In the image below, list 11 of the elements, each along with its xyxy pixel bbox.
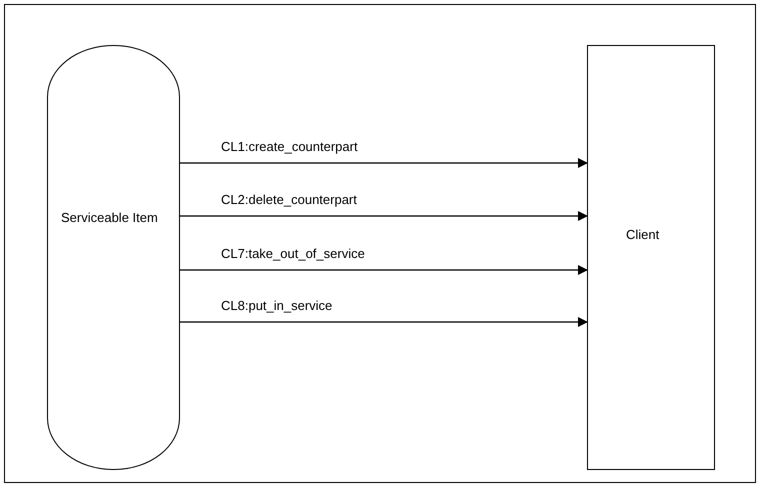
process-box [587,45,715,470]
edge-label: CL7:take_out_of_service [221,246,365,262]
edge-label: CL8:put_in_service [221,298,332,314]
node-label: Serviceable Item [61,209,158,227]
arrow [180,211,588,221]
edge-label: CL1:create_counterpart [221,139,358,155]
arrow [180,265,588,275]
edge-label: CL2:delete_counterpart [221,192,357,208]
arrow [180,317,588,327]
node-label: Client [626,226,660,244]
arrow [180,158,588,168]
